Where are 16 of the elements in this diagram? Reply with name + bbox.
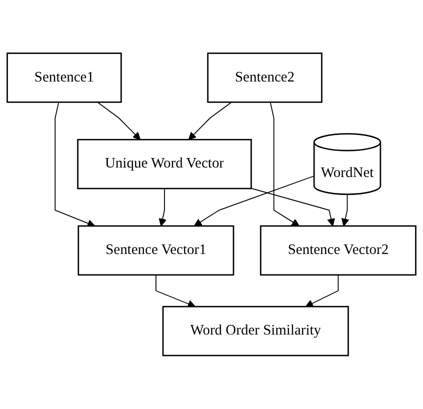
arrow xyxy=(155,274,196,308)
node-box: Sentence Vector1 xyxy=(78,225,234,276)
node-box: Sentence1 xyxy=(6,52,122,103)
arrow xyxy=(305,274,339,308)
arrow xyxy=(96,102,141,140)
node-box: Unique Word Vector xyxy=(77,139,252,190)
arrow xyxy=(270,102,300,226)
arrow xyxy=(158,188,167,226)
arrow xyxy=(341,194,350,226)
arrow xyxy=(250,188,336,226)
node-box: Sentence Vector2 xyxy=(260,225,416,276)
arrow xyxy=(54,102,96,228)
arrow xyxy=(188,102,232,140)
node-box: Word Order Similarity xyxy=(162,306,349,356)
arrow xyxy=(194,176,315,226)
node-box: Sentence2 xyxy=(207,52,322,103)
